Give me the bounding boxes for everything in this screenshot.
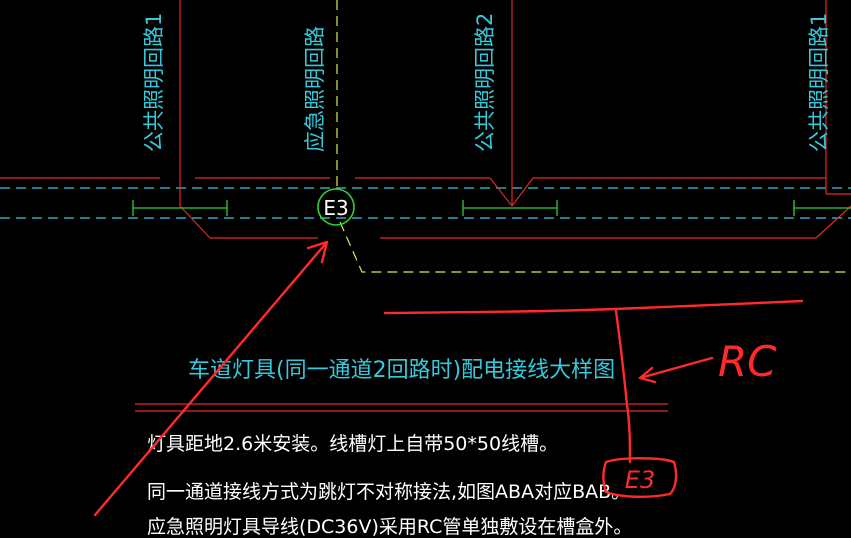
- rc-route: [383, 299, 804, 464]
- circuit-labels: 公共照明回路1 应急照明回路 公共照明回路2 公共照明回路1: [142, 13, 831, 152]
- light-fixtures: [132, 200, 851, 216]
- circuit-wiring: [0, 0, 851, 239]
- title-underline: [135, 403, 668, 412]
- svg-text:E3: E3: [323, 196, 348, 220]
- note-line: 灯具距地2.6米安装。线槽灯上自带50*50线槽。: [147, 433, 558, 455]
- arrow-to-rc: [638, 356, 714, 384]
- fixture-3: [793, 200, 851, 216]
- circuit-label: 公共照明回路2: [473, 13, 497, 152]
- note-line: 应急照明灯具导线(DC36V)采用RC管单独敷设在槽盒外。: [147, 516, 632, 538]
- e3-box-markup: E3: [602, 457, 678, 498]
- cable-tray: [0, 187, 851, 219]
- e3-box-label: E3: [625, 466, 655, 494]
- rc-label: RC: [718, 337, 777, 386]
- fixture-1: [132, 200, 228, 216]
- notes: 灯具距地2.6米安装。线槽灯上自带50*50线槽。 同一通道接线方式为跳灯不对称…: [147, 433, 632, 538]
- markup-annotations: RC E3: [93, 240, 804, 517]
- arrow-to-e3: [93, 240, 329, 517]
- detail-title: 车道灯具(同一通道2回路时)配电接线大样图: [188, 358, 615, 383]
- circuit-label: 公共照明回路1: [142, 13, 166, 152]
- emergency-circuit-line: [336, 0, 851, 273]
- circuit-label: 应急照明回路: [303, 26, 327, 152]
- fixture-2: [462, 200, 558, 216]
- e3-fixture-symbol: E3: [317, 188, 355, 226]
- circuit-label: 公共照明回路1: [807, 13, 831, 152]
- note-line: 同一通道接线方式为跳灯不对称接法,如图ABA对应BAB。: [147, 481, 630, 503]
